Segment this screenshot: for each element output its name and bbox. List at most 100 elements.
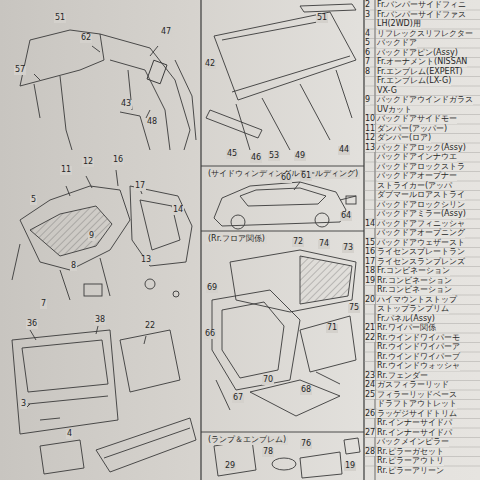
part-name: Rr.ワイパー関係: [377, 324, 436, 333]
row-number: 26: [365, 410, 375, 419]
row-number: 11: [365, 125, 375, 134]
callout-number: 64: [340, 212, 352, 221]
row-number: 28: [365, 448, 375, 457]
row-number: 16: [365, 248, 375, 257]
callout-number: 36: [26, 320, 38, 329]
callout-number: 11: [60, 166, 72, 175]
callout-number: 47: [160, 28, 172, 37]
part-name: バックドアロックシリン: [377, 201, 465, 210]
callout-number: 68: [300, 386, 312, 395]
callout-number: 61: [300, 172, 312, 181]
callout-number: 16: [112, 156, 124, 165]
callout-number: 43: [120, 100, 132, 109]
part-name: ダブマールロアストライ: [377, 191, 465, 200]
callout-number: 4: [66, 430, 73, 439]
part-name: Rr.コンビネーション: [377, 286, 452, 295]
callout-number: 5: [30, 196, 37, 205]
callout-number: 14: [172, 206, 184, 215]
callout-number: 49: [294, 152, 306, 161]
part-name: バックドアロックストラ: [377, 163, 465, 172]
part-name: バックドアウェザースト: [377, 239, 465, 248]
section-heading: (Rr.フロア関係): [206, 235, 267, 244]
callout-number: 78: [262, 448, 274, 457]
part-name: Fr.コンビネーション: [377, 267, 450, 276]
callout-number: 53: [268, 152, 280, 161]
callout-number: 42: [204, 60, 216, 69]
row-number: 25: [365, 391, 375, 400]
section-heading: (ランプ＆エンブレム): [206, 436, 288, 445]
part-name: Rr.ウインドワイパーブ: [377, 353, 460, 362]
row-number: 22: [365, 334, 375, 343]
row-number: 3: [365, 11, 370, 20]
part-name: バックドアサイドモー: [377, 115, 457, 124]
callout-number: 51: [316, 14, 328, 23]
row-number: 14: [365, 220, 375, 229]
part-name: バックドア: [377, 39, 417, 48]
part-name: バックドアウインドガラス: [377, 96, 473, 105]
part-name: VX-G: [377, 87, 397, 96]
part-name: バックドアオープニング: [377, 229, 465, 238]
callout-number: 51: [54, 14, 66, 23]
row-number: 13: [365, 144, 375, 153]
part-name: フィラーリッドベース: [377, 391, 457, 400]
callout-number: 22: [144, 322, 156, 331]
part-name: ダンパー(ロア): [377, 134, 431, 143]
callout-number: 76: [300, 440, 312, 449]
row-number: 8: [365, 68, 370, 77]
row-number: 10: [365, 115, 375, 124]
callout-number: 8: [70, 262, 77, 271]
row-number: 23: [365, 372, 375, 381]
callout-number: 19: [344, 462, 356, 471]
callout-number: 38: [94, 316, 106, 325]
row-number: 9: [365, 96, 370, 105]
part-name: Fr.バンパーサイドフィニ: [377, 1, 466, 10]
row-number: 24: [365, 381, 375, 390]
row-number: 17: [365, 258, 375, 267]
part-name: Rr.インナーサイドパ: [377, 429, 452, 438]
part-name: バックドアロック(Assy): [377, 144, 466, 153]
row-number: 5: [365, 39, 370, 48]
part-name: Fr.バンパーサイドファス: [377, 11, 466, 20]
callout-number: 73: [342, 244, 354, 253]
part-name: ガスフィラーリッド: [377, 381, 449, 390]
callout-number: 67: [232, 394, 244, 403]
callout-number: 74: [318, 240, 330, 249]
part-name: バックドアオープナー: [377, 172, 457, 181]
callout-number: 9: [88, 232, 95, 241]
callout-number: 72: [292, 238, 304, 247]
row-number: 2: [365, 1, 370, 10]
callout-number: 17: [134, 182, 146, 191]
part-name: ハイマウントストップ: [377, 296, 457, 305]
callout-number: 13: [140, 256, 152, 265]
callout-number: 60: [280, 174, 292, 183]
part-name: Rr.ピラーアウトリ: [377, 457, 444, 466]
part-name: ラッゲジサイドトリム: [377, 410, 457, 419]
part-name: Rr.ピラーガセット: [377, 448, 444, 457]
part-name: Rr.ピラーアリーン: [377, 467, 444, 476]
callout-number: 48: [146, 118, 158, 127]
part-name: Fr.エンブレム(EXPERT): [377, 68, 463, 77]
part-name: Rr.ウインドワイパーア: [377, 343, 460, 352]
row-number: 4: [365, 30, 370, 39]
row-number: 20: [365, 296, 375, 305]
callout-number: 12: [82, 158, 94, 167]
callout-number: 3: [20, 400, 27, 409]
part-name: ライセンスランプレンズ: [377, 258, 465, 267]
row-number: 21: [365, 324, 375, 333]
part-name: Rr.ウインドウォッシャ: [377, 362, 460, 371]
part-name: バックドアフィニッシャ: [377, 220, 465, 229]
callout-number: 66: [204, 330, 216, 339]
part-name: バックメインピラー: [377, 438, 449, 447]
callout-number: 70: [262, 376, 274, 385]
callout-number: 69: [206, 284, 218, 293]
part-name: Rr.ウインドワイパーモ: [377, 334, 460, 343]
part-name: リフレックスリフレクター: [377, 30, 473, 39]
part-name: ダンパー(アッパー): [377, 125, 447, 134]
row-number: 12: [365, 134, 375, 143]
row-number: 7: [365, 58, 370, 67]
part-name: バックドアインナウエ: [377, 153, 457, 162]
part-name: UVカット: [377, 106, 412, 115]
row-number: 19: [365, 277, 375, 286]
part-name: バックドアピン(Assy): [377, 49, 458, 58]
